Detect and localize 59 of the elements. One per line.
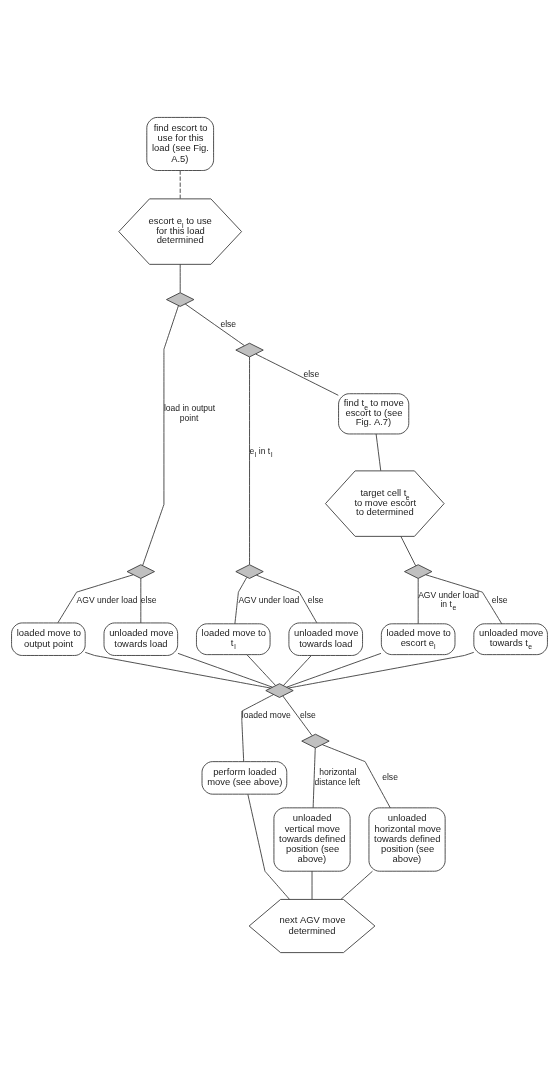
node-diamond [301, 733, 330, 749]
node-diamond [235, 564, 264, 579]
node-box: find escort to use for this load (see Fig. A.5) [146, 117, 214, 171]
node-box: unloaded move towards load [103, 622, 179, 656]
connector [179, 264, 181, 293]
connector [312, 747, 316, 809]
connector [247, 794, 290, 900]
connector [142, 305, 179, 566]
node-box: loaded move to t$_{l}$ [196, 623, 271, 656]
node-box: loaded move to output point [11, 622, 86, 656]
connector [340, 870, 373, 900]
node-box: perform loaded move (see above) [201, 761, 288, 795]
node-diamond [166, 292, 195, 307]
node-diamond [265, 683, 294, 698]
connector [400, 536, 417, 567]
edge-label: else [491, 594, 508, 605]
connector [425, 574, 503, 625]
connector [311, 870, 313, 900]
connector [256, 574, 318, 624]
connector [321, 744, 391, 809]
connector [234, 576, 248, 625]
edge-label: loaded move [241, 709, 291, 720]
connector [249, 356, 250, 565]
connector [417, 578, 419, 625]
edge-label: horizontal distance left [314, 767, 361, 787]
edge-label: else [140, 594, 157, 605]
edge-label: else [307, 594, 324, 605]
connector [288, 651, 475, 689]
connector [84, 651, 271, 689]
edge-label: else [300, 709, 316, 720]
connector [184, 303, 245, 346]
edge-label: AGV under load in t$_{e}$ [418, 590, 480, 612]
connector [282, 655, 312, 687]
edge-label: load in output point [163, 403, 216, 423]
edge-label: AGV under load [238, 594, 300, 605]
node-diamond [126, 564, 155, 579]
node-box: loaded move to escort e$_{l}$ [380, 623, 456, 656]
connector [57, 574, 134, 624]
node-box: unloaded vertical move towards defined position (see above) [273, 807, 351, 872]
connector [140, 578, 142, 624]
edge-label: else [303, 369, 320, 380]
edge-label: e$_{l}$ in t$_{l}$ [249, 445, 273, 459]
connector [286, 652, 382, 688]
connector [241, 694, 275, 762]
connector [282, 695, 313, 736]
node-diamond [404, 564, 433, 579]
edge-label: AGV under load [76, 594, 138, 605]
node-box: unloaded horizontal move towards defined position (see above) [368, 807, 446, 872]
connector [255, 353, 339, 396]
node-diamond [235, 342, 264, 358]
connector [179, 170, 181, 199]
connector [177, 652, 273, 688]
node-box: unloaded move towards load [288, 622, 363, 656]
edge-label: else [382, 772, 398, 783]
connector [246, 654, 276, 686]
edge-label: else [220, 318, 237, 329]
node-box: find t$_{e}$ to move escort to (see Fig. A.7) [338, 393, 410, 435]
connector [375, 433, 382, 472]
node-box: unloaded move towards t$_{e}$ [473, 623, 548, 656]
